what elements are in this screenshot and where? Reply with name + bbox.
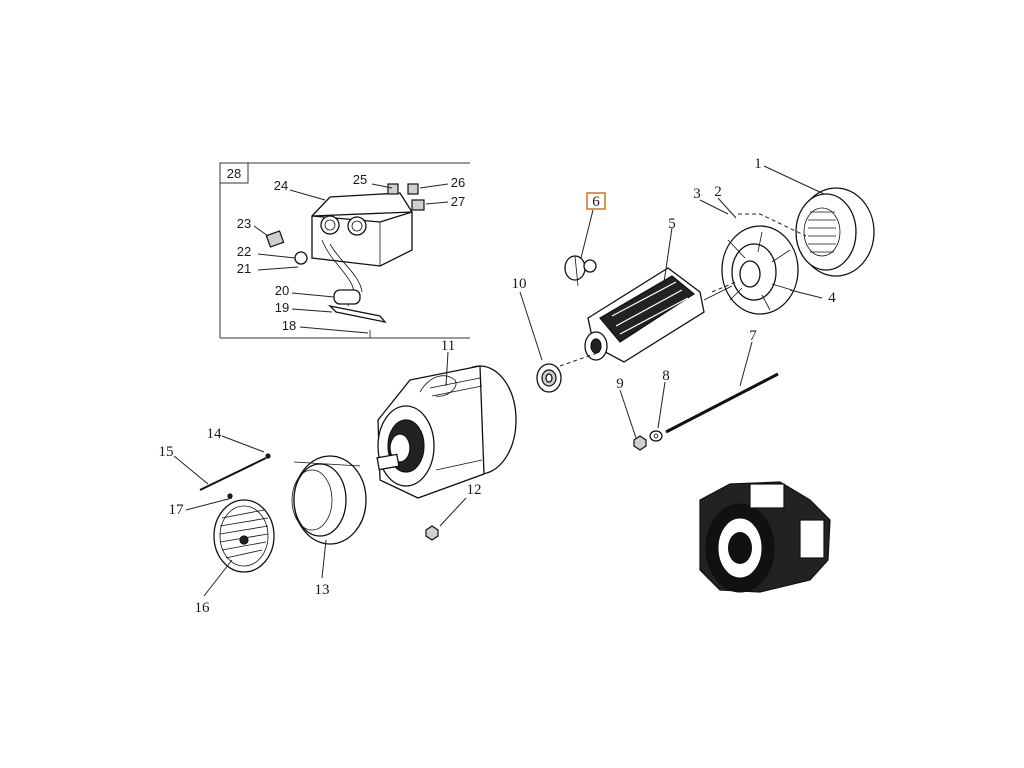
end-cover-part (795, 187, 875, 277)
callout-11: 11 (441, 338, 455, 354)
callout-9: 9 (616, 376, 624, 392)
rotor-part (584, 267, 733, 363)
callout-23: 23 (237, 216, 251, 231)
end-grille-part (213, 499, 275, 573)
cooling-fan-part (721, 225, 799, 315)
callout-20: 20 (275, 283, 289, 298)
control-panel-inset: 28 (219, 162, 470, 339)
inset-box-label: 28 (227, 166, 241, 181)
callout-labels: 1 2 3 4 5 7 8 9 10 11 12 13 14 15 16 17 (159, 156, 837, 616)
callout-24: 24 (274, 178, 288, 193)
callout-4: 4 (828, 290, 836, 306)
control-box-housing (311, 192, 413, 267)
nut-part (633, 435, 647, 451)
washer-part (649, 430, 663, 442)
callout-10: 10 (512, 276, 527, 292)
callout-17: 17 (169, 502, 185, 518)
front-cover-ring-part (291, 455, 367, 545)
callout-21: 21 (237, 261, 251, 276)
diode-part (564, 255, 597, 287)
callout-1: 1 (754, 156, 762, 172)
assembled-generator-image (699, 481, 831, 593)
callout-27: 27 (451, 194, 465, 209)
stator-housing-part (376, 365, 517, 499)
callout-7: 7 (749, 328, 757, 344)
callout-18: 18 (282, 318, 296, 333)
callout-6: 6 (592, 194, 600, 210)
callout-16: 16 (195, 600, 211, 616)
callout-3: 3 (693, 186, 701, 202)
callout-6-box (586, 192, 606, 210)
callout-13: 13 (315, 582, 330, 598)
rod-parts (199, 453, 271, 499)
through-bolt-part (665, 372, 781, 435)
callout-2: 2 (714, 184, 722, 200)
callout-25: 25 (353, 172, 367, 187)
small-nut-part (425, 525, 439, 541)
callout-15: 15 (159, 444, 174, 460)
callout-22: 22 (237, 244, 251, 259)
callout-8: 8 (662, 368, 670, 384)
callout-5: 5 (668, 216, 676, 232)
part-6-group: 6 (564, 192, 606, 287)
callout-14: 14 (207, 426, 223, 442)
callout-19: 19 (275, 300, 289, 315)
leader-lines (173, 165, 825, 597)
callout-12: 12 (467, 482, 482, 498)
bearing-part (536, 363, 562, 393)
callout-26: 26 (451, 175, 465, 190)
